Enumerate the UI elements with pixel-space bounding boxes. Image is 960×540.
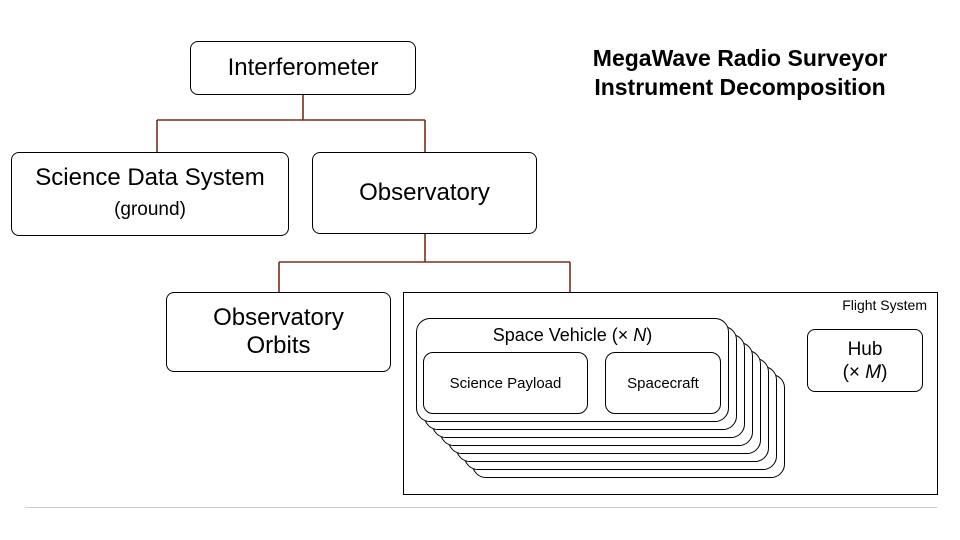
observatory-orbits-node: Observatory Orbits — [166, 292, 391, 372]
science-data-system-sublabel: (ground) — [114, 199, 186, 220]
interferometer-label: Interferometer — [227, 54, 379, 81]
science-payload-node: Science Payload — [423, 352, 588, 414]
hub-node: Hub (× M) — [807, 329, 923, 392]
connector-interferometer-children — [156, 94, 426, 152]
footer-divider — [25, 507, 937, 508]
space-vehicle-label: Space Vehicle (× N) — [492, 325, 653, 345]
flight-system-label: Flight System — [842, 297, 927, 313]
science-data-system-node: Science Data System (ground) — [11, 152, 289, 236]
space-vehicle-node: Space Vehicle (× N) Science Payload Spac… — [416, 318, 729, 422]
hub-multiplicity: (× M) — [842, 361, 888, 383]
hub-label: Hub — [847, 338, 883, 360]
interferometer-node: Interferometer — [190, 41, 416, 95]
connector-observatory-children — [278, 234, 571, 292]
spacecraft-node: Spacecraft — [605, 352, 721, 414]
observatory-orbits-label-line1: Observatory — [213, 304, 344, 331]
diagram-title: MegaWave Radio Surveyor Instrument Decom… — [535, 44, 945, 102]
observatory-node: Observatory — [312, 152, 537, 234]
science-data-system-label: Science Data System — [35, 164, 265, 191]
science-payload-label: Science Payload — [449, 374, 562, 392]
diagram-title-line2: Instrument Decomposition — [594, 74, 886, 100]
spacecraft-label: Spacecraft — [627, 374, 699, 392]
observatory-orbits-label-line2: Orbits — [246, 332, 311, 359]
observatory-label: Observatory — [359, 179, 490, 206]
diagram-title-line1: MegaWave Radio Surveyor — [592, 45, 888, 71]
